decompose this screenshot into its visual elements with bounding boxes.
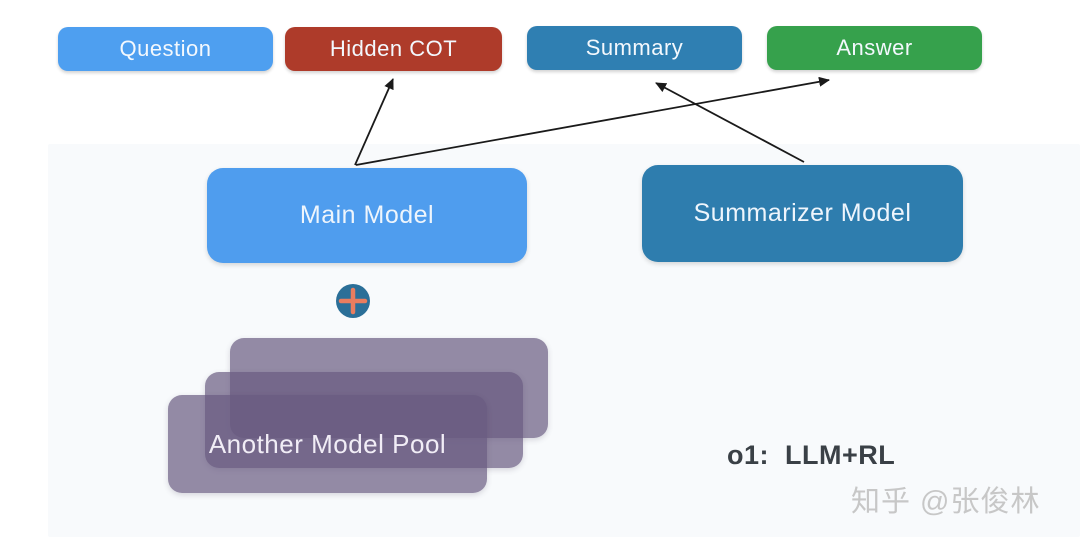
node-summarizer-model: Summarizer Model [642,165,963,262]
node-summarizer-model-label: Summarizer Model [693,199,912,227]
node-hidden-cot-label: Hidden COT [329,36,458,61]
node-another-model-pool: Another Model Pool [168,395,487,493]
plus-in-circle-icon [336,284,370,318]
node-main-model-label: Main Model [299,201,435,229]
node-another-model-pool-label: Another Model Pool [208,428,447,459]
plus-icon [331,279,375,323]
caption-o1-formula: o1: LLM+RL [727,440,896,470]
node-summary-label: Summary [585,35,684,60]
node-hidden-cot: Hidden COT [285,27,502,71]
node-question: Question [58,27,273,71]
node-answer: Answer [767,26,982,70]
node-question-label: Question [119,36,212,61]
zhihu-watermark: 知乎 @张俊林 [851,486,1041,518]
node-summary: Summary [527,26,742,70]
node-main-model: Main Model [207,168,527,263]
node-answer-label: Answer [836,35,913,60]
